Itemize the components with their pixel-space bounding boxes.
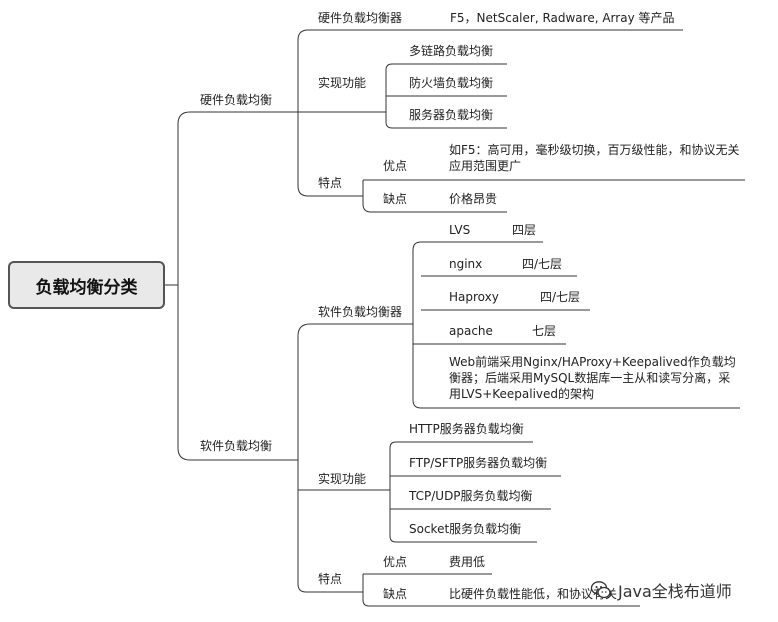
node-software-function-3[interactable]: TCP/UDP服务负载均衡 <box>409 489 533 503</box>
node-software-lb[interactable]: 软件负载均衡 <box>200 439 273 453</box>
root-node[interactable]: 负载均衡分类 <box>8 261 165 309</box>
node-software-lvs[interactable]: LVS <box>449 223 471 237</box>
node-software-cons-value[interactable]: 比硬件负载性能低，和协议有关 <box>449 587 618 601</box>
node-software-pros-value[interactable]: 费用低 <box>449 555 486 569</box>
node-hardware-function-3[interactable]: 服务器负载均衡 <box>409 108 494 122</box>
node-software-apache-layer[interactable]: 七层 <box>532 324 557 338</box>
node-software-functions[interactable]: 实现功能 <box>318 472 367 486</box>
node-software-apache[interactable]: apache <box>449 324 493 338</box>
wechat-icon <box>590 579 612 601</box>
node-hardware-pros[interactable]: 优点 <box>383 159 408 173</box>
node-software-features[interactable]: 特点 <box>318 572 343 586</box>
node-hardware-pros-value[interactable]: 如F5：高可用，毫秒级切换，百万级性能，和协议无关应用范围更广 <box>449 143 740 173</box>
node-software-nginx-layer[interactable]: 四/七层 <box>522 257 563 271</box>
node-software-architecture[interactable]: Web前端采用Nginx/HAProxy+Keepalived作负载均衡器；后端… <box>449 355 736 401</box>
node-hardware-features[interactable]: 特点 <box>318 176 343 190</box>
node-software-lvs-layer[interactable]: 四层 <box>512 223 537 237</box>
node-software-pros[interactable]: 优点 <box>383 555 408 569</box>
node-software-nginx[interactable]: nginx <box>449 257 483 271</box>
node-hardware-cons-value[interactable]: 价格昂贵 <box>449 192 498 206</box>
node-hardware-function-2[interactable]: 防火墙负载均衡 <box>409 76 494 90</box>
watermark: Java全栈布道师 <box>590 578 732 602</box>
node-hardware-device-value[interactable]: F5，NetScaler, Radware, Array 等产品 <box>450 11 675 25</box>
node-software-haproxy-layer[interactable]: 四/七层 <box>540 290 581 304</box>
node-software-function-1[interactable]: HTTP服务器负载均衡 <box>409 422 524 436</box>
node-hardware-functions[interactable]: 实现功能 <box>318 76 367 90</box>
node-hardware-lb[interactable]: 硬件负载均衡 <box>200 93 273 107</box>
node-hardware-device[interactable]: 硬件负载均衡器 <box>318 11 403 25</box>
node-software-cons[interactable]: 缺点 <box>383 587 408 601</box>
node-software-function-4[interactable]: Socket服务负载均衡 <box>409 522 522 536</box>
watermark-text: Java全栈布道师 <box>618 582 732 601</box>
node-hardware-cons[interactable]: 缺点 <box>383 192 408 206</box>
node-software-balancer[interactable]: 软件负载均衡器 <box>318 305 403 319</box>
node-hardware-function-1[interactable]: 多链路负载均衡 <box>409 44 494 58</box>
node-software-haproxy[interactable]: Haproxy <box>449 290 499 304</box>
node-software-function-2[interactable]: FTP/SFTP服务器负载均衡 <box>409 456 548 470</box>
